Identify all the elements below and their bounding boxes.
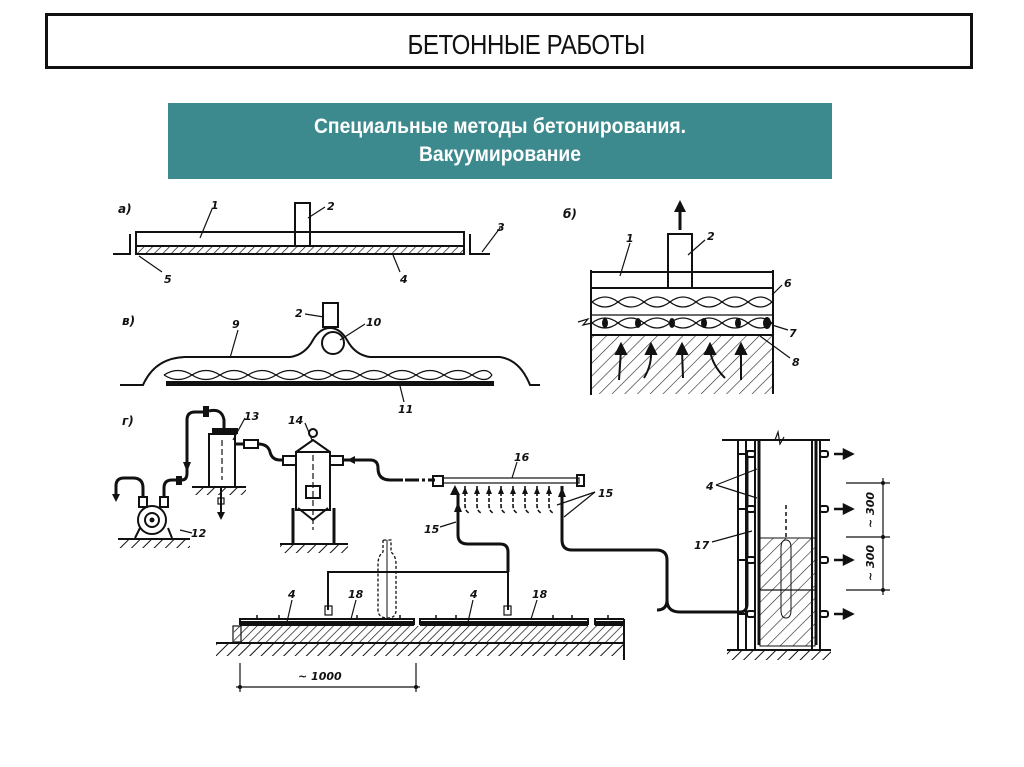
callout-11: 11 bbox=[398, 403, 413, 416]
panel-b-label: б) bbox=[563, 207, 577, 221]
callout-17: 17 bbox=[694, 539, 710, 552]
dimension-300-lower: ~ 300 bbox=[864, 545, 877, 581]
dimension-1000: ~ 1000 bbox=[236, 663, 420, 692]
column-formwork: 4 17 bbox=[694, 429, 855, 660]
dimension-300-upper: ~ 300 bbox=[864, 492, 877, 528]
callout-8: 8 bbox=[792, 356, 800, 369]
collector-pipe bbox=[321, 331, 345, 355]
callout-14: 14 bbox=[288, 414, 303, 427]
vacuum-receiver: 14 bbox=[280, 414, 348, 553]
callout-2: 2 bbox=[327, 200, 335, 213]
panel-g-label: г) bbox=[122, 414, 134, 428]
panel-g: г) 12 bbox=[112, 406, 890, 692]
subtitle-banner: Специальные методы бетонирования. Вакуум… bbox=[168, 103, 832, 179]
callout-6: 6 bbox=[784, 277, 792, 290]
water-separator: 13 bbox=[192, 410, 260, 520]
vacuum-hose bbox=[343, 458, 403, 482]
slide-title: БЕТОННЫЕ РАБОТЫ bbox=[407, 29, 645, 60]
panel-v-label: в) bbox=[122, 314, 135, 328]
suction-pipe bbox=[181, 410, 204, 482]
vacuum-shield bbox=[135, 231, 465, 247]
floor-hose bbox=[327, 571, 509, 610]
callout-2-v: 2 bbox=[295, 307, 303, 320]
hose-15-left bbox=[456, 495, 510, 572]
panel-b: б) bbox=[563, 200, 800, 395]
callout-5: 5 bbox=[164, 273, 172, 286]
mesh-6 bbox=[591, 296, 773, 308]
callout-18-b: 18 bbox=[532, 588, 548, 601]
callout-16: 16 bbox=[514, 451, 530, 464]
callout-4-floor-b: 4 bbox=[469, 588, 478, 601]
vacuum-pump: 12 bbox=[112, 476, 207, 548]
callout-15-a: 15 bbox=[598, 487, 614, 500]
callout-10: 10 bbox=[366, 316, 382, 329]
callout-15-b: 15 bbox=[424, 523, 440, 536]
panel-a: а) 1 2 3 4 5 bbox=[113, 199, 505, 286]
floor-slab bbox=[216, 615, 625, 660]
callout-13: 13 bbox=[244, 410, 260, 423]
callout-4-floor-a: 4 bbox=[287, 588, 296, 601]
callout-4-column: 4 bbox=[705, 480, 714, 493]
dimension-300: ~ 300 ~ 300 bbox=[846, 478, 890, 595]
mesh-7 bbox=[591, 317, 773, 329]
base-plate bbox=[166, 381, 494, 386]
arrow-up-icon bbox=[674, 200, 686, 212]
dimension-1000-label: ~ 1000 bbox=[298, 670, 342, 683]
panel-a-label: а) bbox=[118, 202, 132, 216]
side-form-right bbox=[469, 234, 490, 255]
hose-15-right bbox=[560, 486, 669, 612]
suction-nozzle-v bbox=[322, 302, 339, 328]
callout-3: 3 bbox=[497, 221, 505, 234]
callout-1-b: 1 bbox=[626, 232, 634, 245]
subtitle-line-1: Специальные методы бетонирования. bbox=[313, 115, 687, 138]
callout-7: 7 bbox=[789, 327, 797, 340]
suction-nozzle-b bbox=[667, 233, 693, 289]
panel-v: в) 2 9 10 11 bbox=[120, 302, 540, 416]
callout-1: 1 bbox=[211, 199, 219, 212]
filter-layer bbox=[135, 245, 465, 255]
callout-4: 4 bbox=[399, 273, 408, 286]
suction-nozzle bbox=[294, 202, 311, 247]
callout-18-a: 18 bbox=[348, 588, 364, 601]
mesh-layer bbox=[163, 369, 493, 381]
callout-9: 9 bbox=[232, 318, 240, 331]
collector-manifold: 16 bbox=[432, 451, 585, 514]
callout-12: 12 bbox=[191, 527, 207, 540]
subtitle-line-2: Вакуумирование bbox=[418, 143, 582, 166]
callout-2-b: 2 bbox=[707, 230, 715, 243]
side-form-left bbox=[113, 234, 131, 255]
title-box: БЕТОННЫЕ РАБОТЫ bbox=[45, 13, 973, 69]
